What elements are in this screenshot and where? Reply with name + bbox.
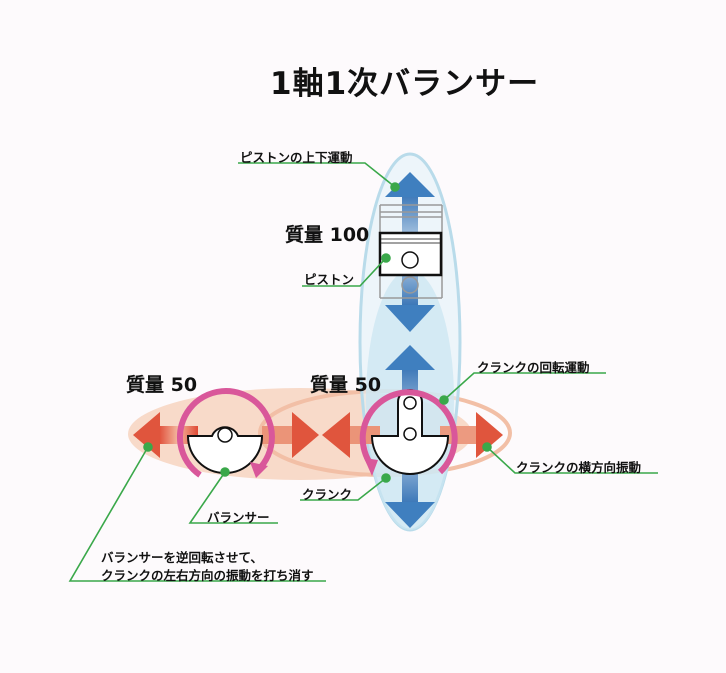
crank-rotation-arrow-icon	[359, 389, 458, 475]
label-note-line2: クランクの左右方向の振動を打ち消す	[101, 568, 314, 583]
label-mass-crank: 質量 50	[310, 374, 382, 396]
label-crank-lateral: クランクの横方向振動	[516, 460, 642, 475]
label-balancer: バランサー	[207, 510, 270, 525]
label-note-line1: バランサーを逆回転させて、	[101, 550, 263, 565]
balancer-rotation-arrow-icon	[176, 388, 275, 478]
leader-lines	[68, 162, 658, 582]
piston-ghost	[379, 204, 443, 299]
label-piston-motion: ピストンの上下運動	[240, 150, 353, 165]
label-mass-balancer: 質量 50	[126, 374, 198, 396]
label-crank-rotation: クランクの回転運動	[477, 360, 590, 375]
piston-icon	[378, 231, 443, 277]
label-crank: クランク	[302, 487, 353, 502]
balancer-icon	[186, 426, 264, 474]
diagram-title: 1軸1次バランサー	[270, 66, 540, 102]
label-mass-piston: 質量 100	[285, 224, 370, 246]
label-piston: ピストン	[304, 272, 355, 287]
